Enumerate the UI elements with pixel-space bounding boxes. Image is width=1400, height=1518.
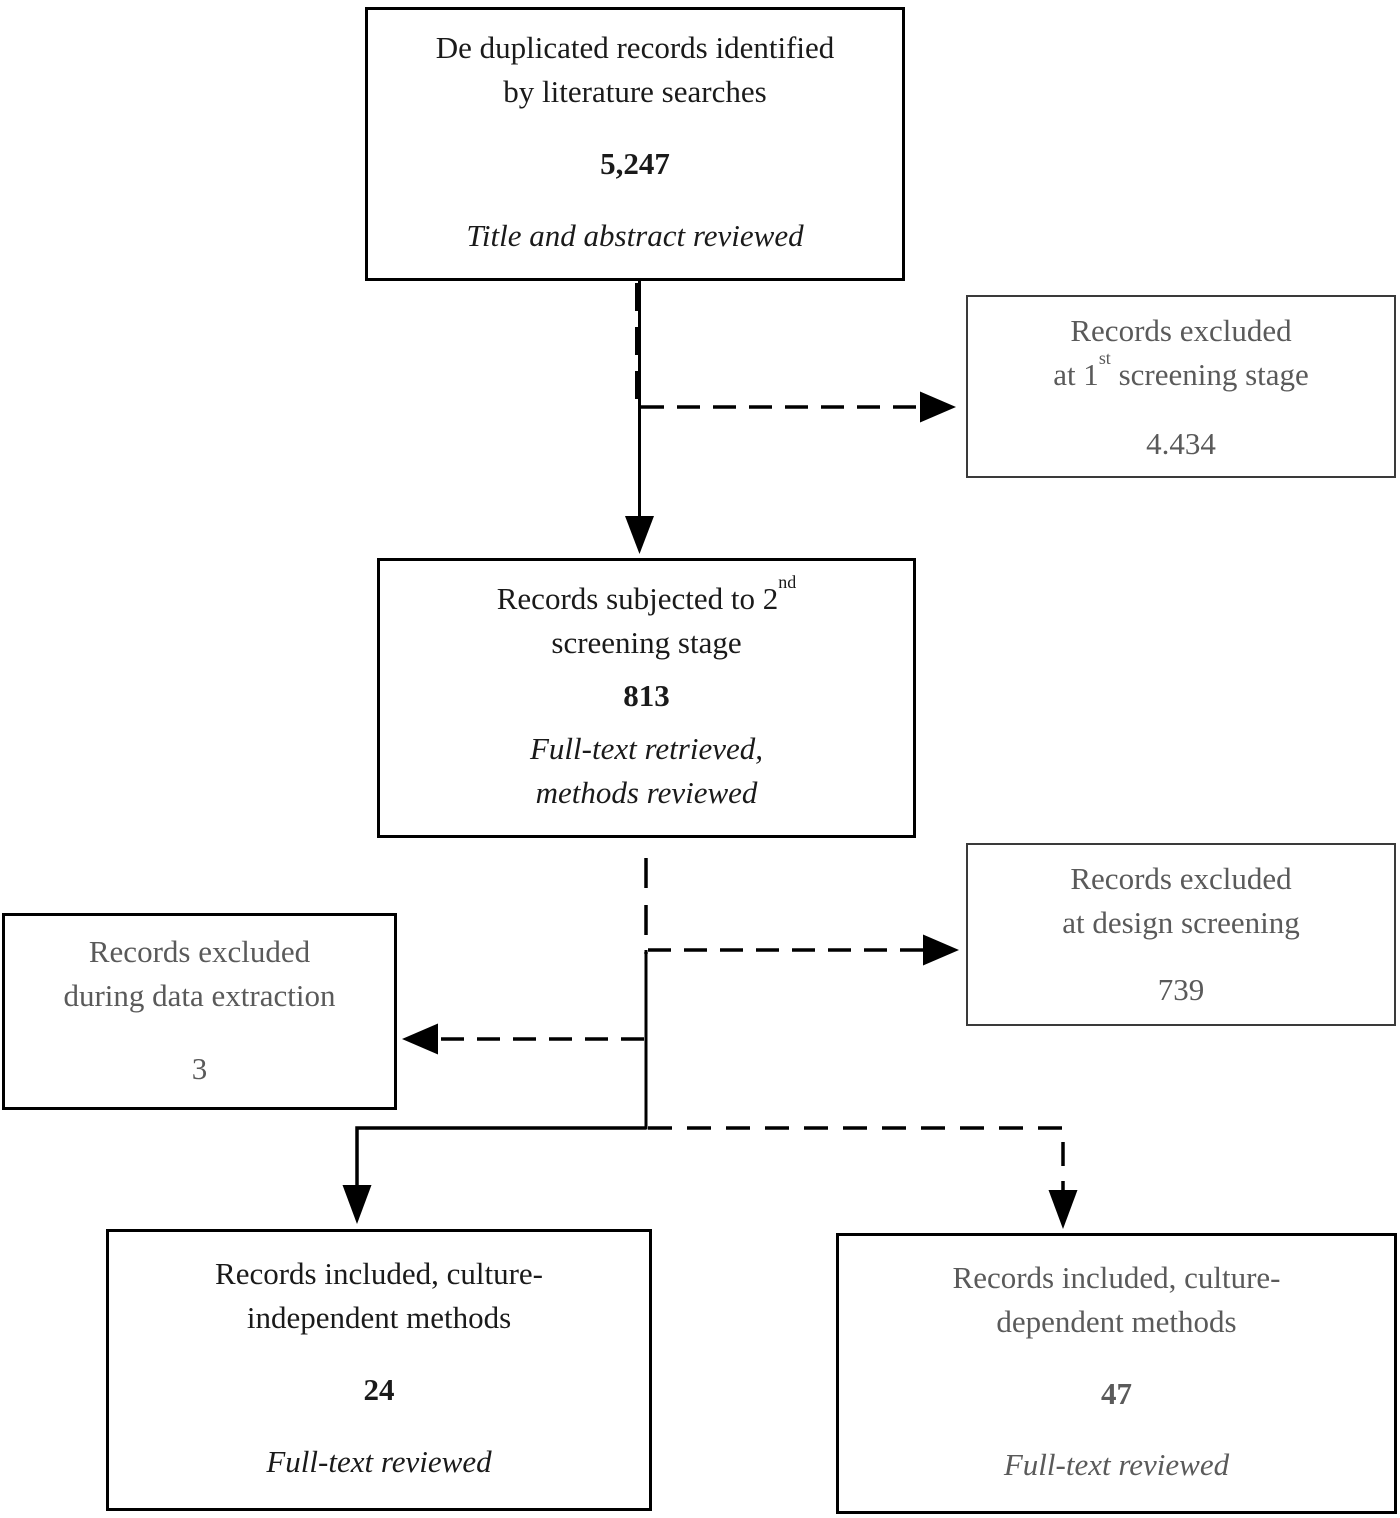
record-count: 24 bbox=[363, 1372, 395, 1407]
record-count: 4.434 bbox=[1146, 425, 1216, 461]
box-identified-records: De duplicated records identified by lite… bbox=[365, 7, 905, 281]
record-count: 813 bbox=[623, 677, 670, 713]
arrow-to-included-dependent bbox=[648, 1126, 1078, 1229]
box-label: Records included, culture- independent m… bbox=[215, 1256, 543, 1336]
record-count: 3 bbox=[191, 1050, 208, 1086]
ordinal-superscript: nd bbox=[778, 572, 797, 593]
record-count: 47 bbox=[1101, 1375, 1132, 1411]
box-note: Full-text retrieved, methods reviewed bbox=[530, 730, 763, 810]
record-count: 5,247 bbox=[600, 146, 670, 181]
arrow-to-included-independent bbox=[342, 1126, 646, 1224]
box-excluded-design-screening: Records excluded at design screening 739 bbox=[966, 843, 1396, 1026]
box-note: Title and abstract reviewed bbox=[466, 217, 804, 253]
box-included-culture-independent: Records included, culture- independent m… bbox=[106, 1229, 652, 1511]
box-label: De duplicated records identified by lite… bbox=[435, 30, 835, 110]
arrow-to-excluded-extraction bbox=[402, 1023, 644, 1055]
box-note: Full-text reviewed bbox=[266, 1443, 492, 1479]
box-included-culture-dependent: Records included, culture- dependent met… bbox=[836, 1233, 1397, 1514]
box-excluded-data-extraction: Records excluded during data extraction … bbox=[2, 913, 397, 1110]
record-count: 739 bbox=[1157, 971, 1205, 1007]
box-label: Records excluded during data extraction bbox=[63, 934, 336, 1014]
arrow-identified-to-screening bbox=[625, 281, 654, 554]
arrow-to-excluded-design bbox=[648, 934, 959, 966]
ordinal-superscript: st bbox=[1098, 348, 1111, 369]
box-note: Full-text reviewed bbox=[1003, 1446, 1230, 1482]
box-label: Records included, culture- dependent met… bbox=[952, 1260, 1281, 1340]
arrow-to-excluded-first bbox=[641, 391, 956, 423]
box-label: Records excluded at design screening bbox=[1062, 861, 1300, 941]
